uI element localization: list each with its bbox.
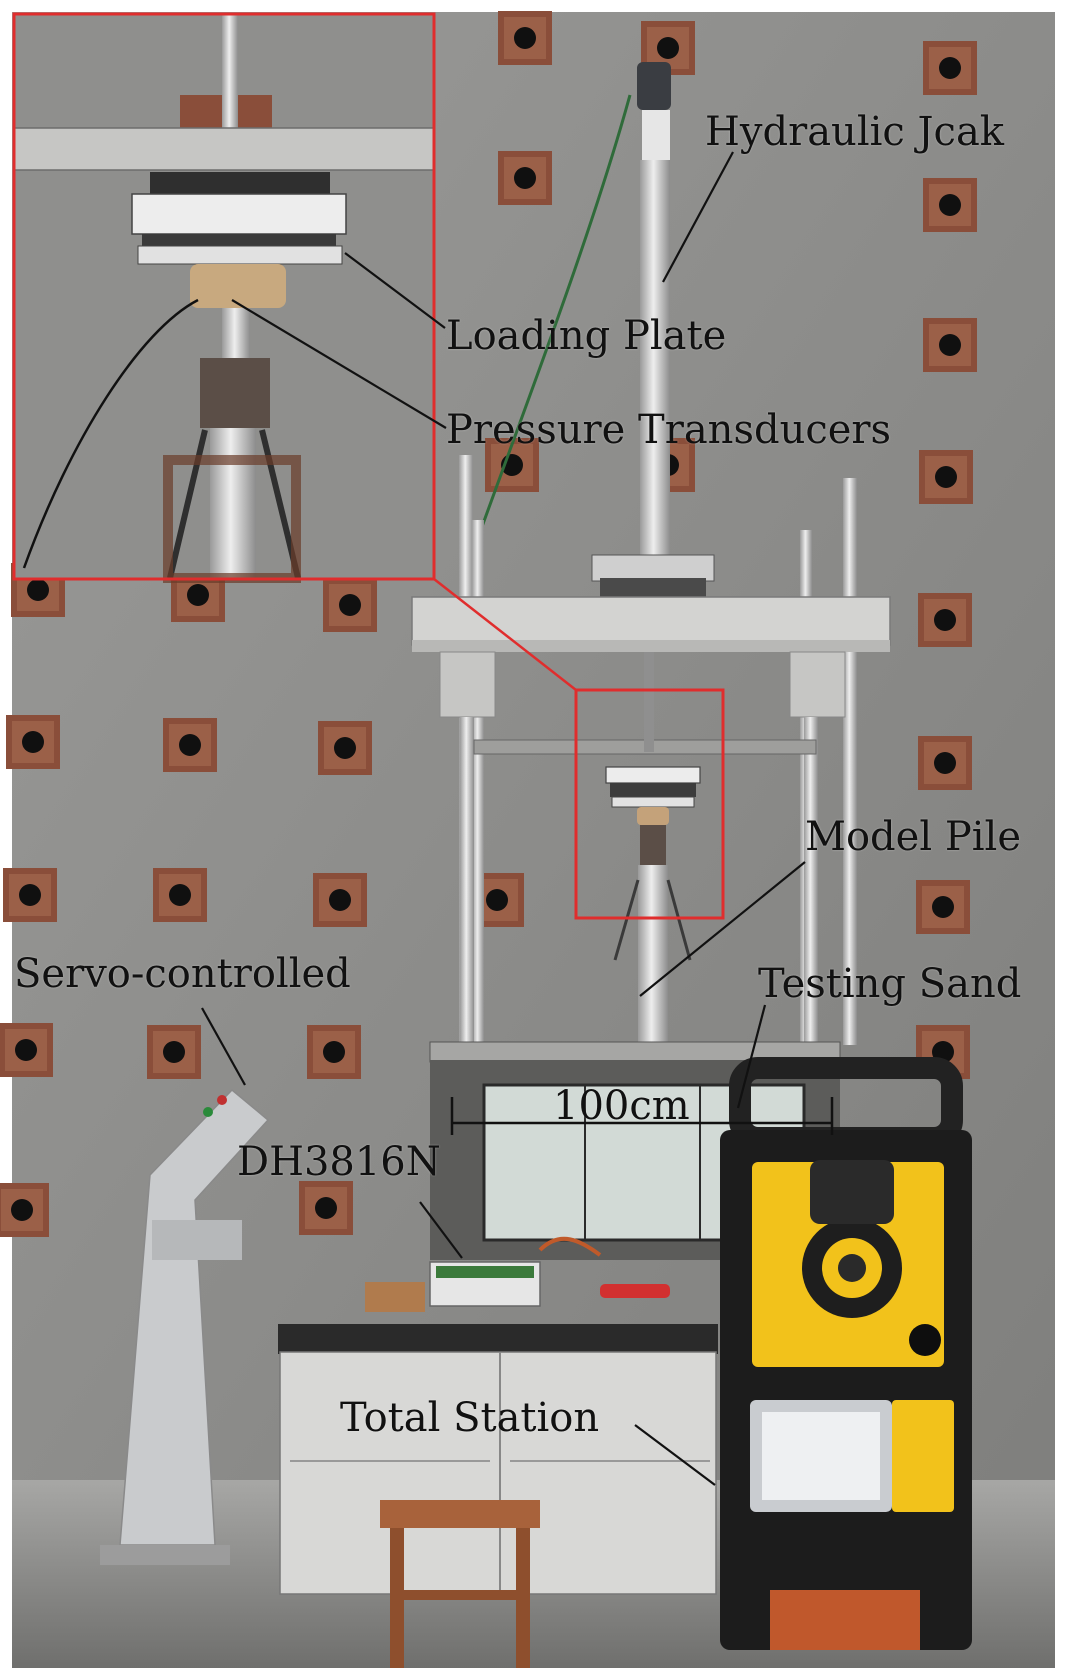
inset-zoom [13, 14, 435, 583]
label-pressure-transducers: Pressure Transducers [446, 407, 892, 453]
label-testing-sand: Testing Sand [758, 961, 1022, 1007]
model-pile [613, 865, 692, 1055]
dh3816n-unit [365, 1236, 670, 1312]
label-servo-controlled: Servo-controlled [14, 951, 351, 997]
reaction-frame-beam [411, 596, 891, 1047]
label-scale-bar: 100cm [553, 1083, 690, 1129]
total-station [720, 1057, 972, 1650]
wooden-stool [380, 1500, 540, 1668]
servo-console [100, 1088, 270, 1565]
loading-plate [605, 766, 701, 808]
label-dh3816n: DH3816N [237, 1139, 441, 1185]
scale-bar [450, 1097, 834, 1135]
workbench [278, 1324, 718, 1595]
label-hydraulic-jack: Hydraulic Jcak [705, 109, 1005, 155]
label-loading-plate: Loading Plate [446, 313, 727, 359]
pressure-transducer [637, 807, 669, 825]
zoom-region-box [574, 688, 725, 920]
label-model-pile: Model Pile [805, 814, 1021, 860]
leader-lines [201, 151, 806, 1486]
hydraulic-jack [637, 62, 671, 555]
zoom-link-line [433, 578, 577, 691]
inset-frame [12, 12, 436, 581]
label-total-station: Total Station [340, 1395, 600, 1441]
